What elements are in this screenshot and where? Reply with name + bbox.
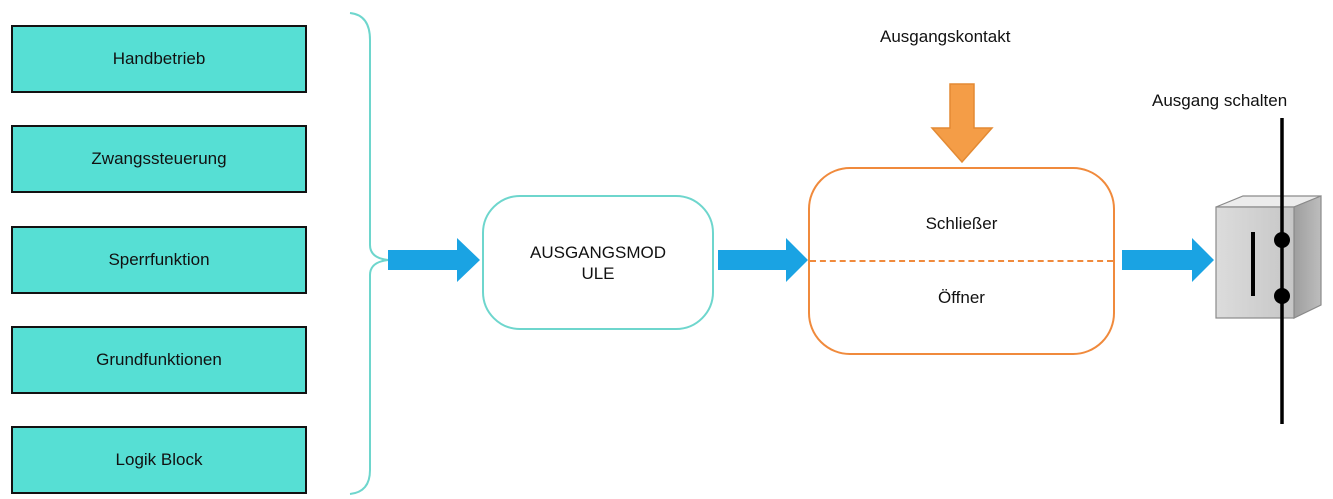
function-box-grundfunktionen[interactable]: Grundfunktionen bbox=[11, 326, 307, 394]
function-box-sperrfunktion[interactable]: Sperrfunktion bbox=[11, 226, 307, 294]
switch-terminal-top bbox=[1274, 232, 1290, 248]
output-contact-box[interactable]: Schließer Öffner bbox=[808, 167, 1115, 355]
flow-arrow-to-contact bbox=[718, 238, 808, 282]
switch-output-title: Ausgang schalten bbox=[1152, 91, 1288, 110]
grouping-brace bbox=[349, 12, 389, 495]
output-module-box[interactable]: AUSGANGSMODULE bbox=[482, 195, 714, 330]
function-box-zwangssteuerung[interactable]: Zwangssteuerung bbox=[11, 125, 307, 193]
function-label: Handbetrieb bbox=[112, 49, 206, 68]
function-box-logik-block[interactable]: Logik Block bbox=[11, 426, 307, 494]
flow-arrow-to-module bbox=[388, 238, 480, 282]
opener-label[interactable]: Öffner bbox=[938, 288, 985, 307]
function-label: Grundfunktionen bbox=[96, 350, 222, 369]
function-label: Zwangssteuerung bbox=[91, 149, 227, 168]
output-module-label: AUSGANGSMODULE bbox=[529, 242, 667, 283]
function-box-handbetrieb[interactable]: Handbetrieb bbox=[11, 25, 307, 93]
function-label: Sperrfunktion bbox=[108, 250, 210, 269]
switch-terminal-bottom bbox=[1274, 288, 1290, 304]
contact-input-arrow bbox=[930, 83, 994, 164]
switch-device-icon bbox=[1215, 195, 1322, 319]
closer-label[interactable]: Schließer bbox=[925, 214, 998, 233]
output-contact-title: Ausgangskontakt bbox=[880, 27, 1011, 46]
flow-arrow-to-switch bbox=[1122, 238, 1214, 282]
function-label: Logik Block bbox=[115, 450, 203, 469]
contact-divider bbox=[810, 260, 1113, 262]
